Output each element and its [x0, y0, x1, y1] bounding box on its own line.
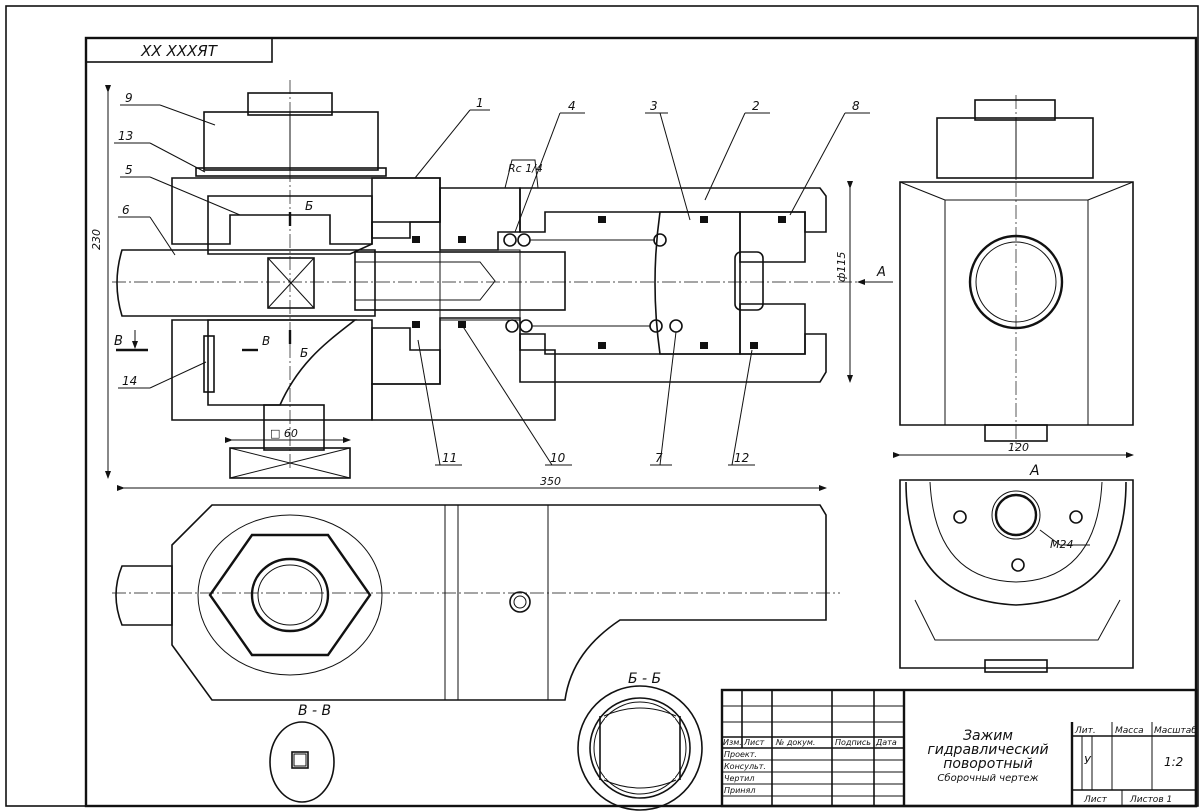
view-a-title: A [1029, 463, 1040, 479]
callout-4: 4 [568, 99, 576, 113]
scale-label: Масштаб [1154, 726, 1197, 736]
title-block: Изм. Лист № докум. Подпись Дата Проект. … [720, 688, 1197, 808]
drawing-frame [84, 36, 1198, 808]
mass-label: Масса [1115, 726, 1144, 736]
side-view: 120 [893, 95, 1134, 458]
dim-square: □ 60 [270, 427, 298, 440]
lit-label: Лит. [1074, 726, 1096, 736]
callout-2: 2 [752, 99, 760, 113]
document-code-stamp: XX XXXЯТ [85, 37, 273, 63]
section-v-v: В - В [269, 703, 335, 803]
header-izm: Изм. [723, 738, 742, 747]
callout-6: 6 [122, 203, 130, 217]
document-code: XX XXXЯТ [140, 42, 219, 60]
top-view: 350 [112, 475, 840, 701]
lit-value: У [1084, 754, 1092, 767]
section-b-b: Б - Б [577, 671, 703, 811]
cut-b-label-bottom: Б [300, 346, 308, 360]
callout-3: 3 [650, 99, 658, 113]
view-a-arrow-label: A [876, 265, 886, 280]
header-doc: № докум. [775, 738, 815, 747]
drawing-title-1: Зажим [963, 728, 1013, 744]
role-project: Проект. [724, 750, 757, 759]
callout-1: 1 [476, 96, 484, 110]
sheets-label: Листов 1 [1129, 795, 1172, 805]
callout-7: 7 [655, 451, 663, 465]
header-date: Дата [875, 738, 897, 747]
cut-v-label: В [114, 334, 123, 349]
callout-14: 14 [122, 374, 137, 388]
view-a: A M24 [899, 463, 1134, 673]
callout-12: 12 [734, 451, 749, 465]
role-approved: Принял [724, 786, 755, 795]
sheet-label: Лист [1083, 795, 1108, 805]
header-list: Лист [743, 738, 765, 747]
cut-v-label-2: В [262, 334, 270, 348]
dim-thread: M24 [1050, 538, 1074, 551]
callout-9: 9 [125, 91, 133, 105]
dim-side-width: 120 [1008, 441, 1029, 454]
role-drawn: Чертил [724, 774, 754, 783]
dim-port: Rc 1/4 [508, 162, 543, 175]
front-dimensions: 230 ф115 □ 60 Rc 1/4 A В В Б Б [90, 85, 893, 479]
dim-bore: ф115 [835, 252, 848, 282]
callout-10: 10 [550, 451, 566, 465]
drawing-title-2: гидравлический [927, 742, 1048, 758]
scale-value: 1:2 [1164, 755, 1183, 769]
page-border [5, 5, 1199, 807]
drawing-subtitle: Сборочный чертеж [937, 772, 1038, 784]
callout-5: 5 [125, 163, 133, 177]
section-bb-title: Б - Б [628, 671, 661, 687]
role-consult: Консульт. [724, 762, 766, 771]
cut-b-label-top: Б [305, 199, 313, 213]
dim-height: 230 [90, 229, 103, 250]
callout-8: 8 [852, 99, 860, 113]
callout-11: 11 [442, 451, 457, 465]
drawing-title-3: поворотный [943, 756, 1032, 772]
front-section-view [112, 80, 870, 479]
dim-overall-length: 350 [540, 475, 561, 488]
part-callouts: 9 13 5 6 1 4 3 2 8 11 10 7 12 14 [114, 91, 870, 466]
header-sign: Подпись [835, 738, 871, 747]
section-vv-title: В - В [298, 703, 331, 719]
callout-13: 13 [118, 129, 133, 143]
